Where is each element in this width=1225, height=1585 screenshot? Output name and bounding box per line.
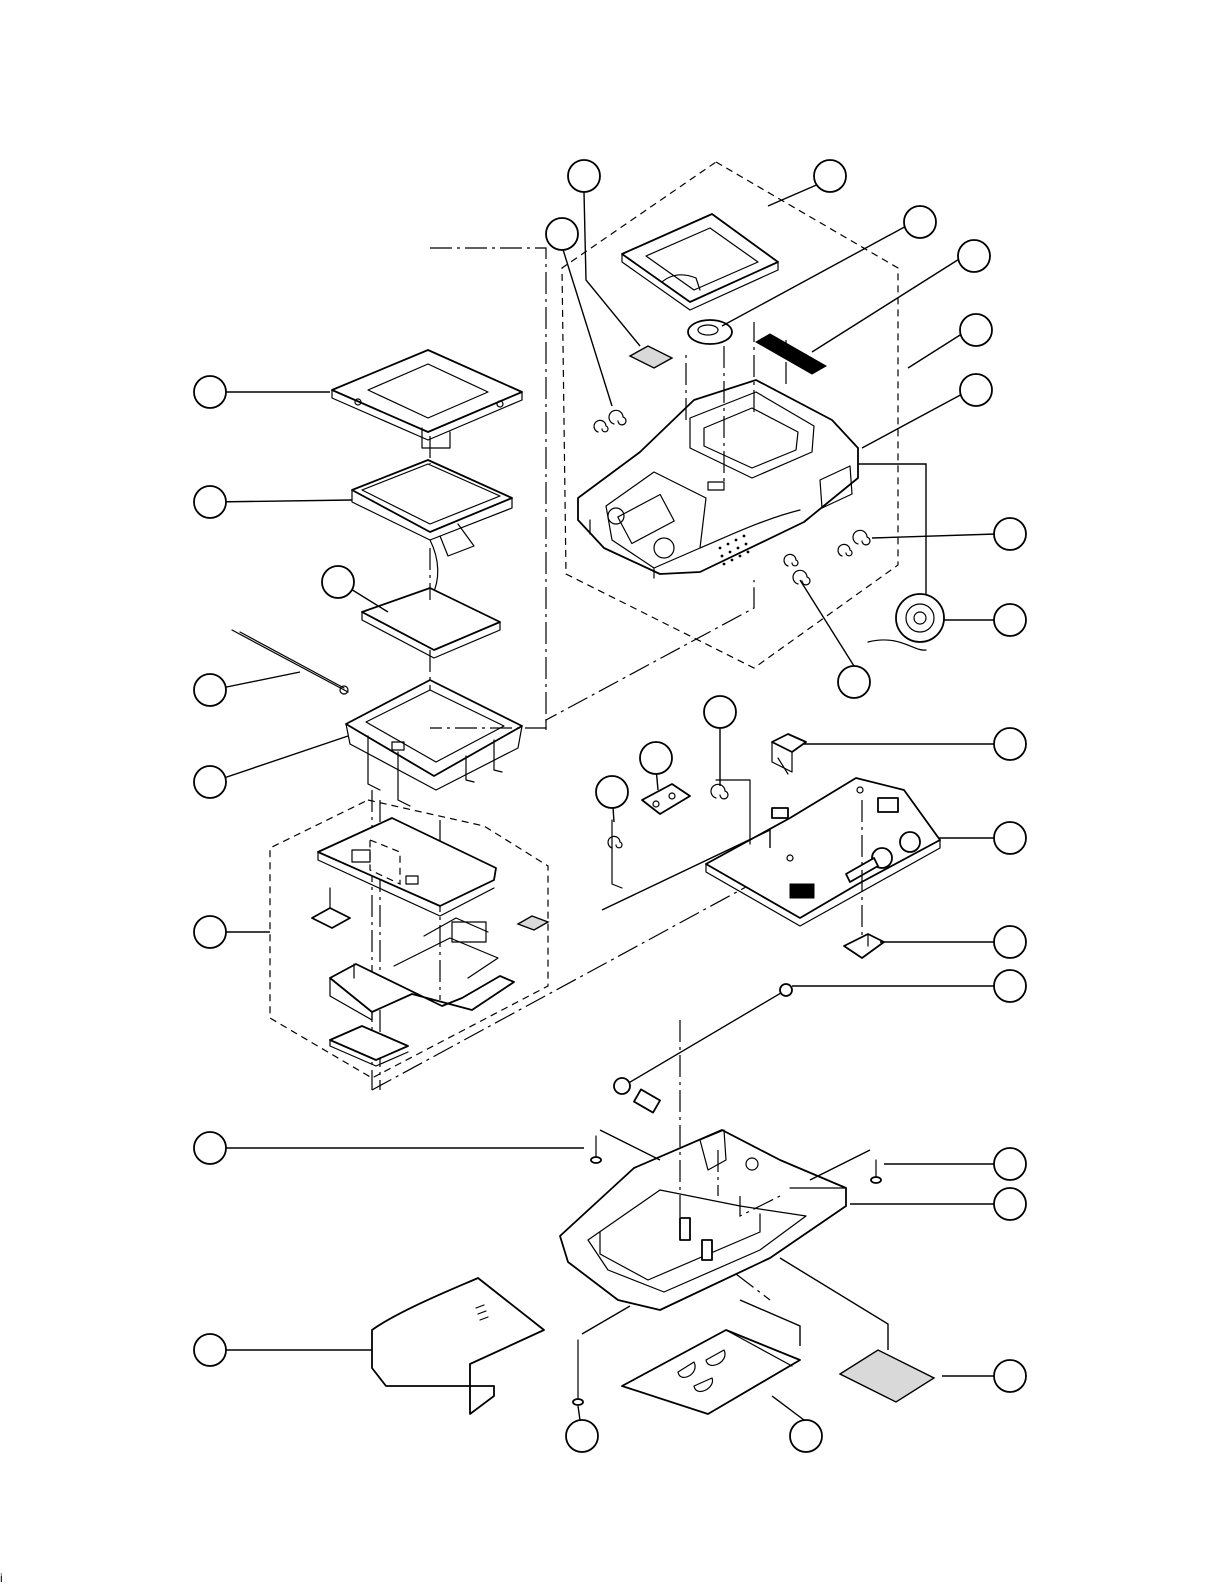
callout-bubble — [194, 766, 226, 798]
battery-cover — [372, 1278, 544, 1414]
speaker-assembly-line — [858, 464, 926, 594]
callout-bubble — [568, 160, 600, 192]
terminal-spring-2 — [711, 780, 750, 844]
callout-bubble — [194, 674, 226, 706]
callout-bubble — [814, 160, 846, 192]
board-shield-bracket — [330, 918, 514, 1020]
antenna-rod — [232, 630, 348, 694]
lcd-driver-board — [318, 818, 496, 916]
small-label — [630, 346, 672, 368]
spring-contact-right — [838, 530, 870, 556]
screw-long-axis — [582, 1306, 630, 1334]
compartment-door — [622, 1330, 800, 1414]
lcd-holder-frame — [346, 680, 522, 806]
callout-bubble — [640, 742, 672, 774]
callout-bubble — [994, 926, 1026, 958]
page-corner-mark: i — [0, 1571, 3, 1585]
screw-right-axis — [810, 1150, 870, 1180]
callout-bubble — [704, 696, 736, 728]
speaker — [868, 594, 944, 650]
callout-bubble — [904, 206, 936, 238]
board-clip-left — [312, 888, 350, 928]
spring-contact-center — [784, 554, 810, 585]
terminal-spring-1 — [608, 820, 622, 888]
telescopic-antenna — [614, 984, 792, 1113]
callout-bubble — [960, 374, 992, 406]
callout-bubble — [322, 566, 354, 598]
callout-bubble — [566, 1420, 598, 1452]
label-axis — [780, 1258, 888, 1350]
callout-bubble — [194, 1334, 226, 1366]
callout-bubble — [994, 1188, 1026, 1220]
upper-case — [578, 380, 858, 578]
callout-bubble — [958, 240, 990, 272]
callout-bubble — [194, 486, 226, 518]
callout-bubble — [960, 314, 992, 346]
lcd-light-guide-sheet — [362, 588, 500, 658]
callout-bubble — [194, 1132, 226, 1164]
screw-left-axis — [600, 1130, 660, 1160]
callout-bubble — [994, 1148, 1026, 1180]
callout-bubble — [994, 1360, 1026, 1392]
battery-terminal-plate — [642, 784, 690, 814]
screw-right — [871, 1160, 881, 1183]
main-circuit-board — [706, 778, 940, 926]
lcd-panel — [352, 460, 512, 596]
callout-bubble — [194, 376, 226, 408]
rating-label — [840, 1350, 934, 1402]
callout-bubble — [994, 604, 1026, 636]
callout-bubble — [994, 518, 1026, 550]
spring-contact-left — [594, 410, 626, 432]
callout-bubble — [994, 822, 1026, 854]
display-window-bezel — [622, 214, 778, 310]
shield-clip-top — [772, 734, 806, 774]
callout-bubble — [994, 970, 1026, 1002]
assembly-axis-lower-d — [736, 1274, 770, 1300]
callout-bubble — [790, 1420, 822, 1452]
board-insulator-pad — [518, 916, 548, 930]
callout-bubble — [838, 666, 870, 698]
screw-left — [591, 1136, 601, 1163]
callout-bubble — [194, 916, 226, 948]
lower-case — [560, 1130, 846, 1310]
screw-long — [573, 1340, 583, 1405]
callout-bubble — [546, 218, 578, 250]
window-label-strip — [756, 334, 826, 374]
callout-bubble — [994, 728, 1026, 760]
board-cushion-sheet — [330, 1026, 408, 1066]
shield-clip-bottom — [844, 934, 884, 958]
lcd-frame-metal — [332, 350, 522, 448]
callout-bubble — [596, 776, 628, 808]
